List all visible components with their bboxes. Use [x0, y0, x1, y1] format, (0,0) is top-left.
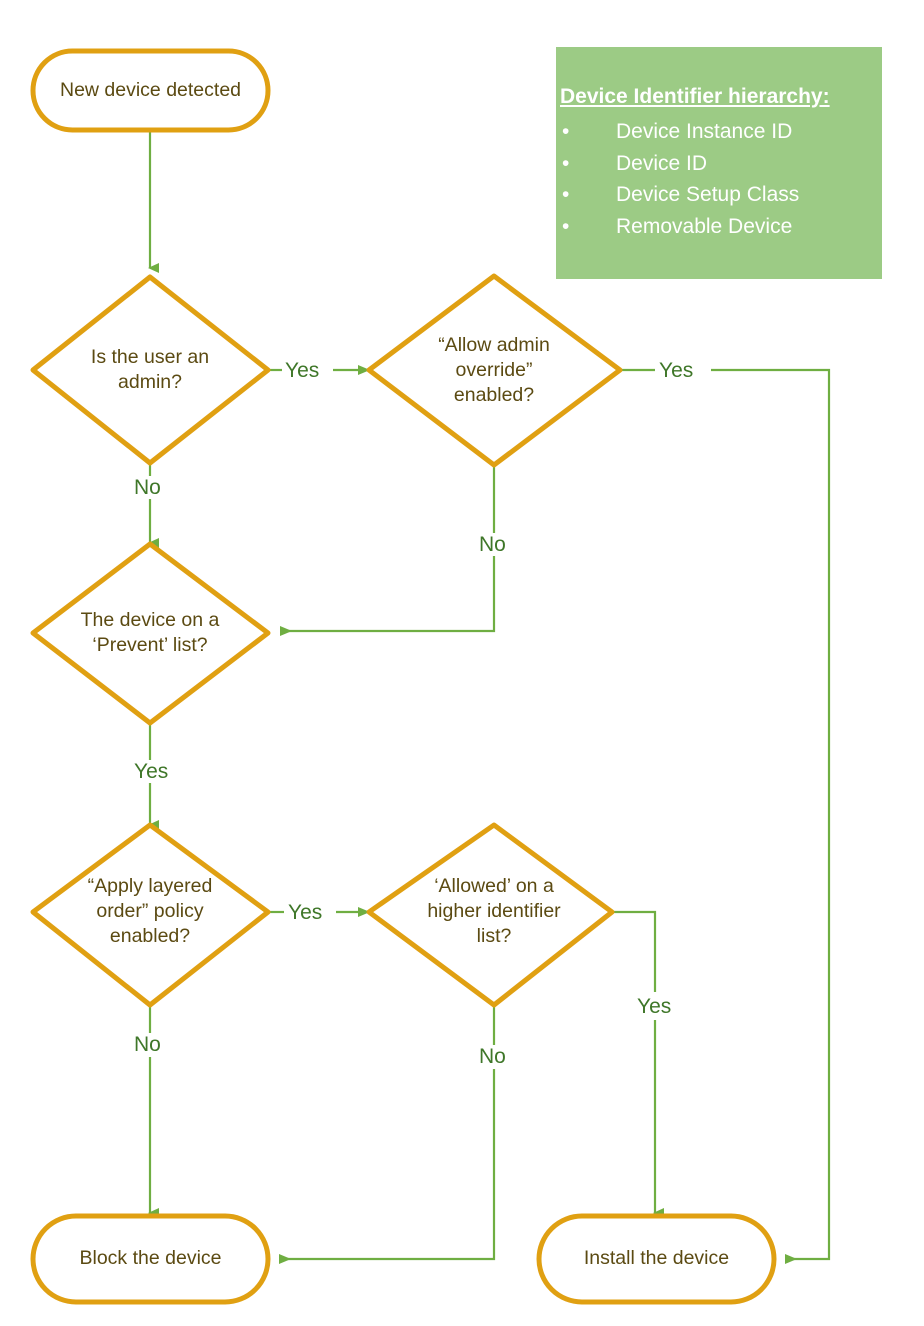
- legend-item: Device Setup Class: [556, 179, 799, 211]
- edge-label-layered-yes: Yes: [288, 901, 323, 924]
- edge-label-prevent-yes: Yes: [134, 760, 169, 783]
- node-allow-admin-override[interactable]: [366, 273, 623, 468]
- edge-allowed-no-to-block: [279, 1069, 496, 1264]
- node-install[interactable]: [536, 1213, 777, 1305]
- edge-override-no-to-prevent: [280, 556, 496, 636]
- node-layered-order[interactable]: [30, 822, 271, 1008]
- edge-override-yes-to-install: [711, 368, 831, 1264]
- legend-item: Device ID: [556, 148, 799, 180]
- legend-title: Device Identifier hierarchy:: [560, 85, 830, 108]
- edge-label-admin-no: No: [134, 476, 161, 499]
- node-prevent-list[interactable]: [30, 541, 271, 726]
- node-start[interactable]: [30, 48, 271, 133]
- edge-label-admin-yes: Yes: [285, 359, 320, 382]
- legend-item: Device Instance ID: [556, 116, 799, 148]
- node-is-admin[interactable]: [30, 274, 271, 466]
- edge-label-override-no: No: [479, 533, 506, 556]
- legend-list: Device Instance ID Device ID Device Setu…: [556, 116, 799, 242]
- edge-label-layered-no: No: [134, 1033, 161, 1056]
- legend-item: Removable Device: [556, 211, 799, 243]
- edge-allowed-yes-stub: [612, 910, 657, 992]
- edge-label-override-yes: Yes: [659, 359, 694, 382]
- edge-label-allowed-yes: Yes: [637, 995, 672, 1018]
- node-block[interactable]: [30, 1213, 271, 1305]
- edge-label-allowed-no: No: [479, 1045, 506, 1068]
- node-allowed-higher[interactable]: [366, 822, 615, 1008]
